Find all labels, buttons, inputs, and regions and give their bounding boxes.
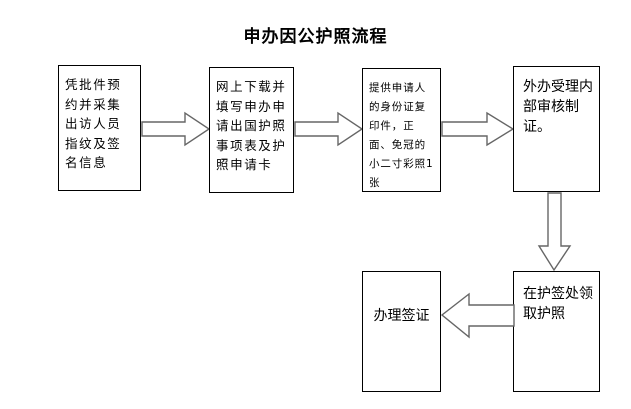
arrow-node1-to-node2	[141, 110, 211, 148]
flow-node-1-label: 凭批件预约并采集出访人员指纹及签名信息	[65, 77, 122, 170]
arrow-node3-to-node4	[441, 110, 515, 148]
flow-node-4: 外办受理内部审核制证。	[513, 66, 600, 192]
arrow-node5-to-node6	[440, 290, 516, 342]
flow-node-6: 办理签证	[362, 271, 441, 392]
arrow-node4-to-node5	[535, 192, 575, 272]
flow-node-2: 网上下载并填写申办申请出国护照事项表及护照申请卡	[209, 67, 294, 193]
flow-node-5: 在护签处领取护照	[513, 271, 600, 392]
flow-node-3-label: 提供申请人的身份证复印件，正面、免冠的小二寸彩照1张	[369, 82, 434, 189]
flow-node-6-label: 办理签证	[373, 308, 430, 324]
flow-node-4-label: 外办受理内部审核制证。	[523, 79, 593, 135]
flow-node-1: 凭批件预约并采集出访人员指纹及签名信息	[58, 65, 141, 191]
flow-node-5-label: 在护签处领取护照	[523, 286, 593, 322]
page-title: 申办因公护照流程	[243, 27, 388, 47]
arrow-node2-to-node3	[294, 110, 364, 148]
flow-node-3: 提供申请人的身份证复印件，正面、免冠的小二寸彩照1张	[362, 68, 441, 192]
flow-node-2-label: 网上下载并填写申办申请出国护照事项表及护照申请卡	[216, 79, 287, 172]
